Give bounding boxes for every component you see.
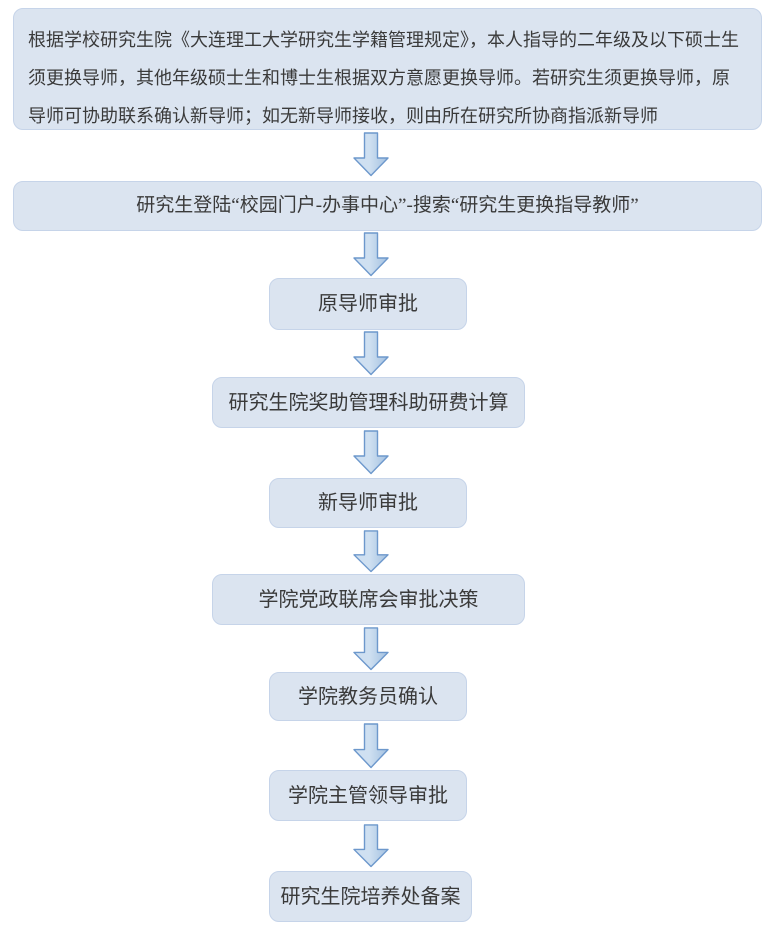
- flow-step-3: 研究生院奖助管理科助研费计算: [212, 377, 525, 428]
- down-arrow-icon: [353, 132, 389, 177]
- flow-step-1: 研究生登陆“校园门户-办事中心”-搜索“研究生更换指导教师”: [13, 181, 762, 231]
- flow-step-6-label: 学院教务员确认: [298, 685, 438, 708]
- flow-step-4-label: 新导师审批: [318, 492, 418, 514]
- down-arrow-icon: [353, 627, 389, 671]
- flow-intro-box: 根据学校研究生院《大连理工大学研究生学籍管理规定》，本人指导的二年级及以下硕士生…: [13, 8, 762, 130]
- flow-step-4: 新导师审批: [269, 478, 467, 528]
- flow-step-2: 原导师审批: [269, 278, 467, 330]
- flow-step-8: 研究生院培养处备案: [269, 871, 472, 922]
- flow-step-7-label: 学院主管领导审批: [288, 784, 448, 807]
- flow-step-3-label: 研究生院奖助管理科助研费计算: [228, 391, 509, 414]
- down-arrow-icon: [353, 430, 389, 475]
- flow-step-5: 学院党政联席会审批决策: [212, 574, 525, 625]
- flow-step-1-label: 研究生登陆“校园门户-办事中心”-搜索“研究生更换指导教师”: [136, 194, 639, 216]
- flow-step-2-label: 原导师审批: [318, 293, 418, 315]
- down-arrow-icon: [353, 530, 389, 573]
- down-arrow-icon: [353, 723, 389, 769]
- flow-step-6: 学院教务员确认: [269, 672, 467, 721]
- flow-intro-text: 根据学校研究生院《大连理工大学研究生学籍管理规定》，本人指导的二年级及以下硕士生…: [28, 30, 739, 126]
- flow-step-5-label: 学院党政联席会审批决策: [258, 588, 479, 611]
- down-arrow-icon: [353, 331, 389, 376]
- flow-step-8-label: 研究生院培养处备案: [280, 885, 461, 908]
- down-arrow-icon: [353, 232, 389, 277]
- down-arrow-icon: [353, 824, 389, 868]
- flow-step-7: 学院主管领导审批: [269, 770, 467, 821]
